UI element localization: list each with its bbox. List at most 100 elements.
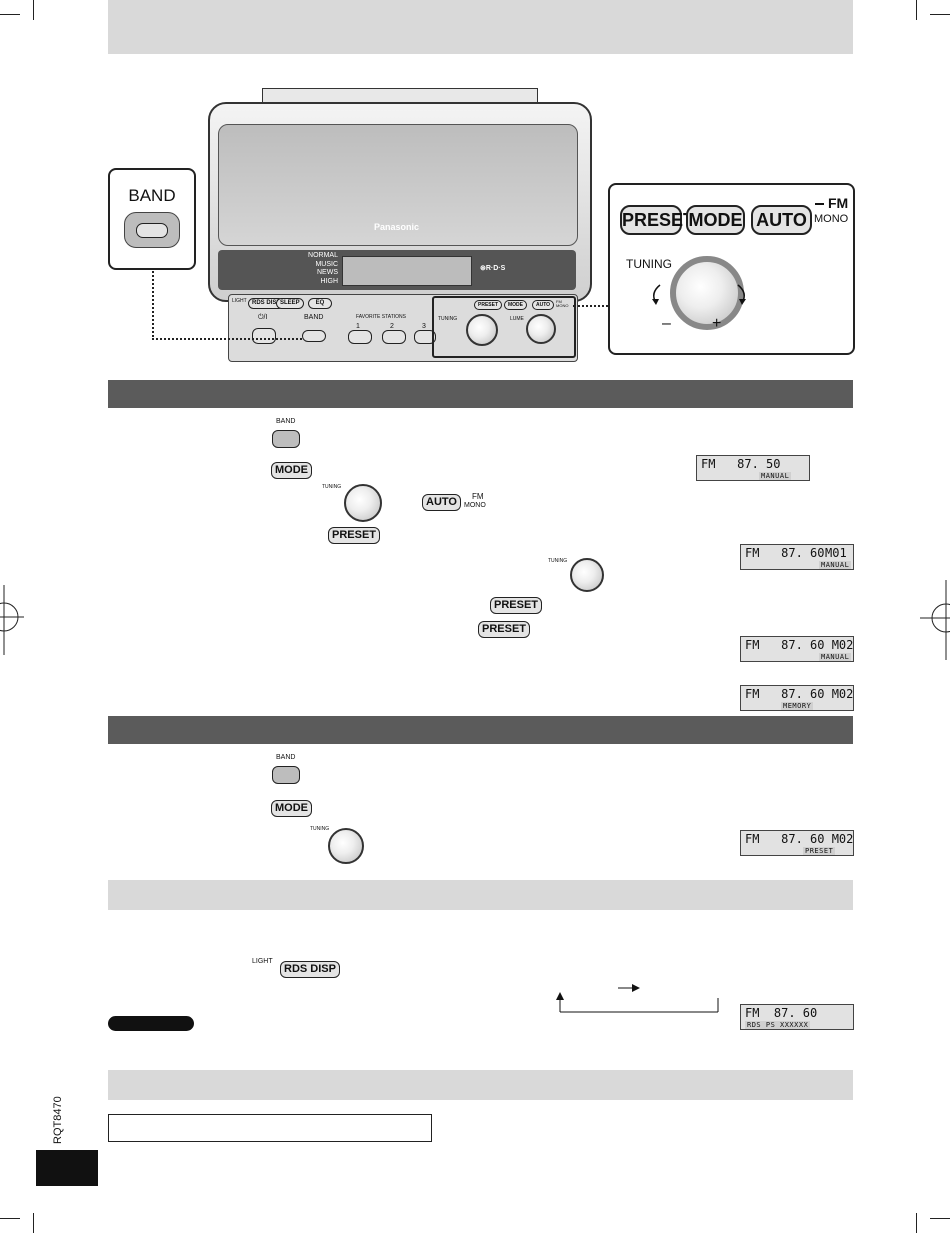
lcd-sub: MEMORY <box>781 702 814 710</box>
header-bar <box>108 0 853 54</box>
device-preset-button[interactable]: PRESET <box>474 300 503 310</box>
device-volume-label: LUME <box>510 316 524 322</box>
tuning-callout-panel: PRESET MODE AUTO FM MONO TUNING – + <box>608 183 855 355</box>
section-bar-1 <box>108 380 853 408</box>
device-mode-button[interactable]: MODE <box>504 300 527 310</box>
section-bar-4 <box>108 1070 853 1100</box>
device-illustration: Panasonic NORMAL MUSIC NEWS HIGH ⊛R·D·S … <box>204 88 592 370</box>
step-band-label: BAND <box>276 418 296 425</box>
lcd-display: FM 87. 60 RDS PS XXXXXX <box>740 1004 854 1030</box>
step-preset-button[interactable]: PRESET <box>478 621 531 638</box>
lcd-tag: M01 <box>825 546 847 560</box>
leader-line <box>152 338 302 340</box>
device-volume-knob[interactable] <box>526 314 556 344</box>
minus-label: – <box>662 315 671 332</box>
step-rds-disp-button[interactable]: RDS DISP <box>280 961 340 978</box>
step-tuning-label: TUNING <box>322 484 342 490</box>
highlight-box <box>432 296 576 358</box>
lcd-main: FM 87. 60 M02 <box>745 638 854 652</box>
crop-mark <box>930 1218 950 1219</box>
step-mode-button[interactable]: MODE <box>271 800 312 817</box>
auto-button-large[interactable]: AUTO <box>751 205 812 235</box>
step-mono-label: MONO <box>464 502 486 509</box>
section-bar-3 <box>108 880 853 910</box>
step-auto-button[interactable]: AUTO <box>422 494 461 511</box>
speaker-grille <box>218 124 578 246</box>
rds-logo: ⊛R·D·S <box>480 265 506 272</box>
device-fav3-button[interactable] <box>414 330 436 344</box>
device-eq-button[interactable]: EQ <box>308 298 332 309</box>
section-bar-2 <box>108 716 853 744</box>
band-callout-button[interactable] <box>124 212 180 248</box>
band-callout-panel: BAND <box>108 168 196 270</box>
lcd-main: FM 87. 60 M02 <box>745 832 854 846</box>
crop-mark <box>930 14 950 15</box>
device-sleep-button[interactable]: SLEEP <box>276 298 304 309</box>
eq-mode-music: MUSIC <box>315 260 338 268</box>
mono-label: MONO <box>814 213 849 225</box>
step-band-button[interactable] <box>272 766 300 784</box>
step-band-button[interactable] <box>272 430 300 448</box>
crop-mark <box>0 1218 20 1219</box>
device-fm-mono-label: FM MONO <box>556 299 569 308</box>
lcd-main: FM 87. 60 <box>745 1006 818 1020</box>
device-tuning-knob[interactable] <box>466 314 498 346</box>
step-preset-button[interactable]: PRESET <box>328 527 381 544</box>
eq-mode-high: HIGH <box>320 277 339 285</box>
lcd-sub: PRESET <box>803 847 836 855</box>
device-fav1-button[interactable] <box>348 330 372 344</box>
device-tuning-label: TUNING <box>438 316 458 322</box>
fm-dash <box>815 203 824 205</box>
device-auto-button[interactable]: AUTO <box>532 300 555 310</box>
ccw-arrow-icon <box>652 284 661 305</box>
device-light-label: LIGHT <box>232 298 247 304</box>
brand-logo: Panasonic <box>374 222 420 232</box>
lcd-sub: MANUAL <box>759 472 792 480</box>
tuning-label-large: TUNING <box>626 257 672 271</box>
crop-mark <box>33 0 34 20</box>
device-power-button[interactable] <box>252 328 276 344</box>
eq-mode-normal: NORMAL <box>308 252 338 259</box>
plus-label: + <box>712 315 722 332</box>
device-band-label: BAND <box>304 314 324 321</box>
mode-button-large[interactable]: MODE <box>686 205 745 235</box>
crop-mark <box>916 1213 917 1233</box>
registration-mark <box>0 585 24 655</box>
preset-button-large[interactable]: PRESET <box>620 205 694 235</box>
eq-mode-news: NEWS <box>317 269 338 276</box>
crop-mark <box>916 0 917 20</box>
step-mode-button[interactable]: MODE <box>271 462 312 479</box>
lcd-sub: MANUAL <box>819 561 852 569</box>
device-fav2-label: 2 <box>390 323 394 330</box>
empty-box <box>108 1114 432 1142</box>
step-tuning-label: TUNING <box>310 826 330 832</box>
side-code: RQT8470 <box>52 1096 64 1144</box>
eq-mode-list: NORMAL MUSIC NEWS HIGH <box>282 252 338 286</box>
lcd-display: FM 87. 60 M02 MEMORY <box>740 685 854 711</box>
lcd-sub: MANUAL <box>819 653 852 661</box>
cycle-arrow-icon <box>556 984 719 1013</box>
device-favorite-label: FAVORITE STATIONS <box>356 314 407 320</box>
device-power-label: ⏻/I <box>258 314 268 321</box>
step-tuning-label: TUNING <box>548 558 568 564</box>
step-tuning-knob[interactable] <box>344 484 382 522</box>
band-callout-label: BAND <box>128 186 176 205</box>
leader-line <box>573 305 608 307</box>
lcd-display: FM 87. 50 MANUAL <box>696 455 810 481</box>
step-tuning-knob[interactable] <box>570 558 604 592</box>
step-light-label: LIGHT <box>252 958 273 965</box>
leader-line <box>152 268 154 340</box>
lcd-display: FM 87. 60 M01 MANUAL <box>740 544 854 570</box>
device-fav1-label: 1 <box>356 323 360 330</box>
lcd-display: FM 87. 60 M02 PRESET <box>740 830 854 856</box>
lcd-display: FM 87. 60 M02 MANUAL <box>740 636 854 662</box>
device-lcd <box>342 256 472 286</box>
device-fav2-button[interactable] <box>382 330 406 344</box>
note-badge <box>108 1016 194 1031</box>
step-preset-button[interactable]: PRESET <box>490 597 543 614</box>
crop-mark <box>33 1213 34 1233</box>
registration-mark <box>920 580 950 660</box>
device-band-button[interactable] <box>302 330 326 342</box>
tuning-knob-large[interactable] <box>670 256 744 330</box>
step-tuning-knob[interactable] <box>328 828 364 864</box>
